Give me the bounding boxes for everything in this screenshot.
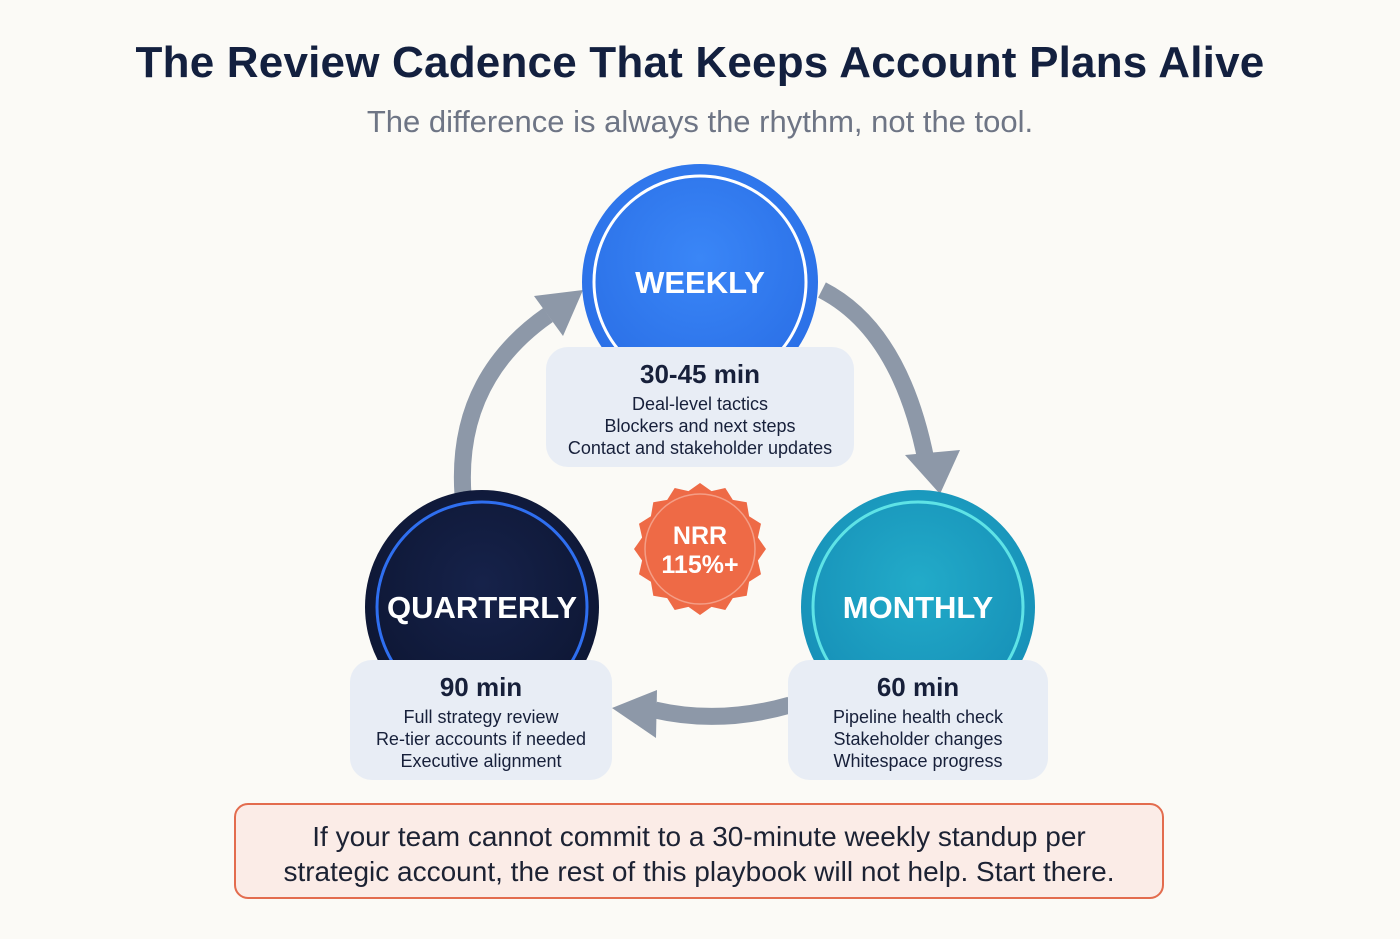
nrr-badge: NRR 115%+ — [634, 483, 766, 615]
weekly-card: 30-45 min Deal-level tactics Blockers an… — [546, 347, 854, 467]
weekly-item: Blockers and next steps — [604, 416, 796, 436]
monthly-item: Stakeholder changes — [833, 729, 1003, 749]
quarterly-duration: 90 min — [439, 672, 523, 702]
quarterly-item: Full strategy review — [403, 707, 559, 727]
weekly-item: Contact and stakeholder updates — [567, 438, 833, 458]
quarterly-item: Executive alignment — [400, 751, 562, 771]
quarterly-label: QUARTERLY — [387, 590, 577, 625]
weekly-item: Deal-level tactics — [631, 394, 769, 414]
monthly-label: MONTHLY — [843, 590, 994, 625]
monthly-card: 60 min Pipeline health check Stakeholder… — [788, 660, 1048, 780]
page-subtitle: The difference is always the rhythm, not… — [366, 104, 1034, 139]
nrr-badge-line2: 115%+ — [661, 551, 738, 579]
quarterly-item: Re-tier accounts if needed — [375, 729, 587, 749]
quarterly-card: 90 min Full strategy review Re-tier acco… — [350, 660, 612, 780]
cycle-arrow-quarterly-to-weekly — [453, 290, 583, 496]
cycle-arrow-monthly-to-quarterly — [612, 690, 793, 738]
monthly-item: Whitespace progress — [833, 751, 1003, 771]
callout-line: strategic account, the rest of this play… — [283, 856, 1115, 887]
callout-line: If your team cannot commit to a 30-minut… — [312, 821, 1086, 852]
monthly-item: Pipeline health check — [832, 707, 1004, 727]
monthly-duration: 60 min — [876, 672, 960, 702]
cycle-arrow-weekly-to-monthly — [817, 282, 960, 494]
callout-box: If your team cannot commit to a 30-minut… — [234, 803, 1164, 899]
weekly-label: WEEKLY — [635, 265, 765, 300]
page-title: The Review Cadence That Keeps Account Pl… — [135, 38, 1265, 87]
nrr-badge-line1: NRR — [673, 522, 727, 550]
weekly-duration: 30-45 min — [640, 359, 760, 389]
